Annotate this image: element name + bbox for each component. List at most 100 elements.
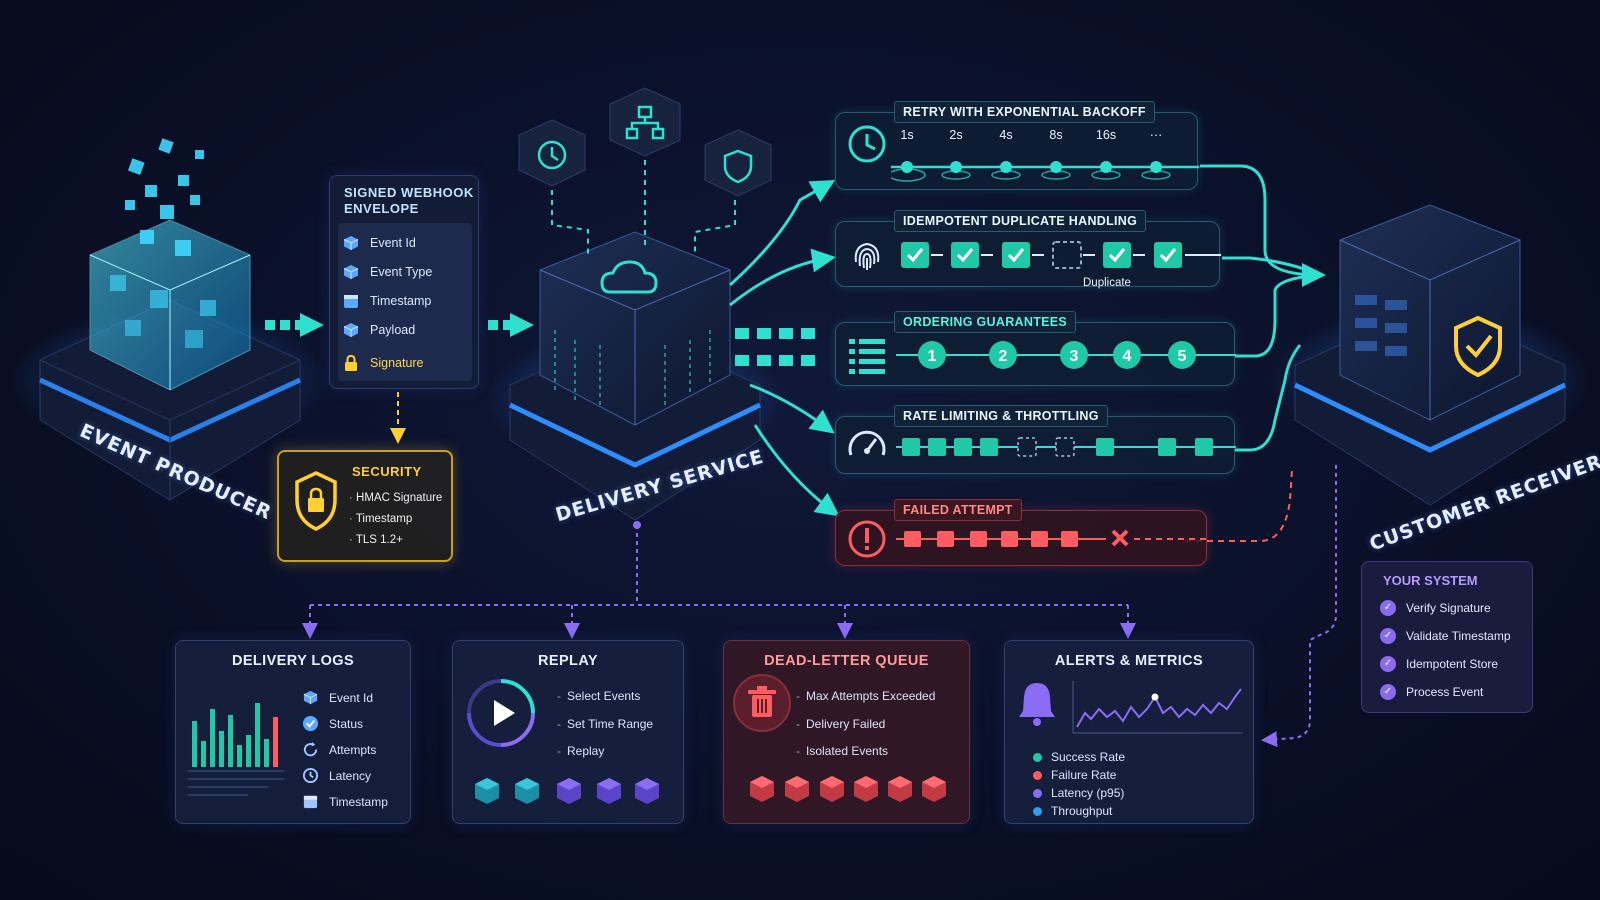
envelope-field-signature: Signature — [342, 351, 424, 375]
logs-item-attempts: Attempts — [302, 741, 376, 758]
envelope-field-timestamp: Timestamp — [342, 289, 431, 313]
metrics-line-chart — [1071, 679, 1245, 737]
replay-item-label: Set Time Range — [567, 717, 653, 731]
your-system-item: ✓Process Event — [1380, 684, 1483, 700]
envelope-title-line1: SIGNED WEBHOOK — [344, 185, 474, 200]
security-item-label: TLS 1.2+ — [356, 534, 403, 546]
logs-item-event-id: Event Id — [302, 689, 373, 706]
logs-item-latency: Latency — [302, 767, 371, 784]
ordering-step: 3 — [1070, 348, 1079, 365]
envelope-field-label: Signature — [370, 356, 424, 370]
delay-more: ··· — [1141, 128, 1171, 142]
check-shield-icon — [302, 715, 319, 732]
x-mark-icon — [1113, 531, 1127, 545]
envelope-field-label: Event Type — [370, 265, 432, 279]
replay-play-icon — [461, 673, 541, 753]
producer-to-envelope-arrow — [265, 320, 318, 330]
envelope-field-payload: Payload — [342, 318, 415, 342]
customer-receiver-node — [1270, 205, 1590, 505]
logs-item-timestamp: Timestamp — [302, 793, 388, 810]
envelope-field-event-id: Event Id — [342, 231, 416, 255]
delay-2s: 2s — [941, 128, 971, 142]
your-system-item-label: Idempotent Store — [1406, 657, 1498, 671]
cube-icon — [342, 263, 360, 281]
envelope-field-label: Event Id — [370, 236, 416, 250]
signed-webhook-envelope-panel: SIGNED WEBHOOK ENVELOPE Event Id Event T… — [329, 175, 479, 389]
idempotent-panel: IDEMPOTENT DUPLICATE HANDLING Duplicate — [835, 221, 1220, 287]
dlq-item-label: Isolated Events — [806, 744, 888, 758]
cube-icon — [302, 689, 319, 706]
your-system-card: YOUR SYSTEM ✓Verify Signature ✓Validate … — [1361, 561, 1533, 713]
clock-icon — [846, 123, 888, 165]
replay-card: REPLAY -Select Events -Set Time Range -R… — [452, 640, 684, 824]
ordering-step: 4 — [1123, 348, 1132, 365]
dlq-item: -Delivery Failed — [796, 717, 885, 731]
gauge-icon — [846, 425, 888, 467]
check-icon: ✓ — [1380, 656, 1396, 672]
replay-item: -Set Time Range — [557, 717, 653, 731]
dlq-item: -Isolated Events — [796, 744, 888, 758]
list-icon — [846, 333, 888, 375]
rate-limiting-panel: RATE LIMITING & THROTTLING — [835, 416, 1235, 474]
envelope-title-line2: ENVELOPE — [344, 201, 419, 216]
delay-4s: 4s — [991, 128, 1021, 142]
delivery-logs-card: DELIVERY LOGS Event Id Status Attempts L… — [175, 640, 411, 824]
delivery-badges — [519, 88, 771, 255]
retry-backoff-panel: RETRY WITH EXPONENTIAL BACKOFF 1s 2s 4s … — [835, 112, 1198, 190]
trash-icon — [732, 673, 792, 733]
logs-item-label: Attempts — [329, 743, 376, 757]
your-system-item: ✓ Verify Signature — [1380, 600, 1491, 616]
clock-icon — [302, 767, 319, 784]
check-icon: ✓ — [1380, 600, 1396, 616]
alerts-metrics-card: ALERTS & METRICS Success Rate Failure Ra… — [1004, 640, 1254, 824]
idempotent-sequence — [891, 238, 1221, 272]
bar-chart-icon — [188, 689, 288, 799]
replay-item: -Select Events — [557, 689, 640, 703]
legend-label: Success Rate — [1051, 750, 1125, 764]
logs-item-label: Status — [329, 717, 363, 731]
legend-throughput: Throughput — [1033, 804, 1112, 818]
security-item-label: HMAC Signature — [356, 492, 442, 504]
alert-circle-icon — [846, 518, 888, 560]
envelope-to-delivery-arrow — [488, 320, 528, 330]
failed-sequence — [896, 525, 1208, 553]
check-icon: ✓ — [1380, 628, 1396, 644]
ordering-step: 5 — [1178, 348, 1187, 365]
dlq-title: DEAD-LETTER QUEUE — [724, 653, 969, 669]
dlq-item-label: Delivery Failed — [806, 717, 885, 731]
dlq-item: -Max Attempts Exceeded — [796, 689, 935, 703]
replay-item-label: Select Events — [567, 689, 640, 703]
security-item: · Timestamp — [349, 513, 412, 525]
delivery-to-ordering-dashes — [735, 328, 815, 366]
duplicate-label: Duplicate — [1083, 277, 1131, 289]
rate-limiting-sequence — [896, 433, 1236, 461]
retry-title: RETRY WITH EXPONENTIAL BACKOFF — [894, 101, 1155, 123]
your-system-item: ✓ Validate Timestamp — [1380, 628, 1511, 644]
envelope-field-label: Payload — [370, 323, 415, 337]
envelope-field-label: Timestamp — [370, 294, 431, 308]
delay-8s: 8s — [1041, 128, 1071, 142]
security-panel: SECURITY · HMAC Signature · Timestamp · … — [277, 450, 453, 562]
your-system-item-label: Validate Timestamp — [1406, 629, 1511, 643]
your-system-item: ✓ Idempotent Store — [1380, 656, 1498, 672]
legend-label: Latency (p95) — [1051, 786, 1124, 800]
calendar-icon — [342, 292, 360, 310]
logs-item-label: Event Id — [329, 691, 373, 705]
security-item-label: Timestamp — [356, 513, 412, 525]
replay-item: -Replay — [557, 744, 604, 758]
replay-item-label: Replay — [567, 744, 604, 758]
failed-attempt-title: FAILED ATTEMPT — [894, 499, 1022, 521]
dlq-event-cubes — [750, 773, 950, 805]
delivery-logs-title: DELIVERY LOGS — [176, 653, 410, 669]
legend-latency: Latency (p95) — [1033, 786, 1124, 800]
security-item: · HMAC Signature — [349, 492, 442, 504]
dead-letter-queue-card: DEAD-LETTER QUEUE -Max Attempts Exceeded… — [723, 640, 970, 824]
ordering-step: 2 — [999, 348, 1008, 365]
legend-success-rate: Success Rate — [1033, 750, 1125, 764]
calendar-icon — [302, 793, 319, 810]
logs-item-label: Latency — [329, 769, 371, 783]
logs-item-status: Status — [302, 715, 363, 732]
your-system-item-label: Verify Signature — [1406, 601, 1491, 615]
ordering-step: 1 — [928, 348, 937, 365]
failed-attempt-panel: FAILED ATTEMPT — [835, 510, 1207, 566]
